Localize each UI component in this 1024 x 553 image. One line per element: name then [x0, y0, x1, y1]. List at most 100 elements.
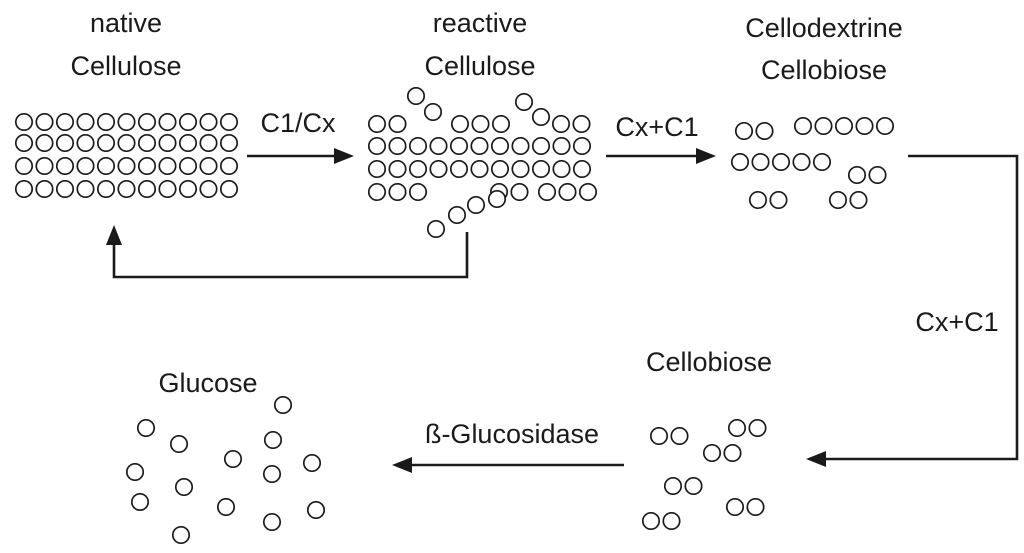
reactive-cellulose-molecule: [423, 102, 443, 122]
native-cellulose-molecule: [178, 112, 198, 132]
cellodextrine-molecule: [875, 116, 895, 136]
reactive-cellulose-molecule: [388, 159, 407, 179]
native-cellulose-molecule: [158, 156, 177, 176]
native-cellulose-molecule: [117, 133, 136, 153]
cellobiose-molecule: [649, 426, 669, 446]
reactive-cellulose-molecule: [408, 136, 428, 156]
reactive-cellulose-molecules: [367, 86, 598, 239]
cellobiose-molecule: [702, 443, 722, 463]
glucose-molecule: [263, 430, 283, 450]
native-cellulose-molecule: [199, 179, 218, 199]
glucose-molecule: [216, 497, 236, 517]
glucose-molecule: [223, 449, 243, 469]
cellodextrine-molecule: [868, 165, 887, 185]
cellodextrine-molecules: [730, 116, 895, 210]
reactive-cellulose-molecule: [578, 182, 598, 202]
reactive-cellulose-molecule: [449, 136, 469, 156]
native-cellulose-molecule: [199, 156, 218, 176]
native-cellulose-molecule: [14, 156, 34, 176]
reactive-cellulose-molecule: [491, 114, 511, 134]
native-cellulose-molecule: [219, 156, 239, 176]
reactive-cellulose-molecule: [429, 159, 448, 179]
reactive-cellulose-molecule: [406, 86, 426, 106]
native-cellulose-molecule: [14, 179, 34, 199]
native-cellulose-molecule: [96, 156, 116, 176]
cellodextrine-molecule: [834, 116, 854, 136]
native-cellulose-molecule: [117, 112, 136, 132]
reactive-cellulose-molecule: [537, 182, 557, 202]
cellodextrine-molecule: [812, 152, 832, 172]
cellodextrine-molecule: [734, 121, 754, 141]
enzyme-label-cx-c1-first: Cx+C1: [615, 112, 698, 142]
native-cellulose-molecule: [158, 112, 177, 132]
cellobiose-molecule: [670, 426, 689, 446]
native-cellulose-molecule: [158, 179, 177, 199]
glucose-molecule: [302, 453, 322, 473]
cellobiose-molecule: [723, 443, 742, 463]
reactive-cellulose-molecule: [470, 136, 489, 156]
reactive-cellulose-molecule: [511, 136, 530, 156]
native-cellulose-molecules: [14, 112, 239, 199]
native-cellulose-molecule: [117, 156, 136, 176]
native-cellulose-molecule: [55, 112, 75, 132]
arrow-native-to-reactive: [247, 148, 354, 164]
cellodextrine-molecule: [769, 190, 788, 210]
reactive-cellulose-label-line2: Cellulose: [424, 51, 535, 81]
cellobiose-molecule: [727, 418, 747, 438]
cellobiose-molecule: [746, 497, 765, 517]
cellodextrine-label-line1: Cellodextrine: [745, 13, 903, 43]
glucose-molecule: [306, 500, 326, 520]
native-cellulose-molecule: [219, 179, 239, 199]
enzyme-label-c1-cx: C1/Cx: [260, 108, 336, 138]
native-cellulose-molecule: [76, 156, 95, 176]
reactive-cellulose-molecule: [367, 114, 387, 134]
reactive-cellulose-molecule: [367, 159, 387, 179]
reactive-cellulose-molecule: [367, 182, 387, 202]
native-cellulose-molecule: [199, 112, 218, 132]
native-cellulose-molecule: [178, 179, 198, 199]
reactive-cellulose-molecule: [466, 195, 486, 215]
glucose-molecules: [125, 395, 326, 545]
glucose-molecule: [136, 418, 156, 438]
cellobiose-molecule: [684, 476, 703, 496]
reactive-cellulose-molecule: [531, 107, 551, 127]
reactive-cellulose-molecule: [487, 189, 507, 209]
native-cellulose-molecule: [137, 112, 157, 132]
cellobiose-molecule: [662, 511, 681, 531]
native-cellulose-molecule: [219, 112, 239, 132]
native-cellulose-molecule: [35, 133, 54, 153]
cellobiose-label: Cellobiose: [646, 347, 772, 377]
glucose-molecule: [125, 462, 145, 482]
cellodextrine-molecule: [828, 190, 848, 210]
glucose-molecule: [262, 464, 282, 484]
native-cellulose-molecule: [199, 133, 218, 153]
cellodextrine-molecule: [855, 116, 874, 136]
native-cellulose-molecule: [55, 156, 75, 176]
cellodextrine-molecule: [847, 165, 867, 185]
glucose-molecule: [171, 525, 191, 545]
reactive-cellulose-molecule: [572, 136, 592, 156]
cellodextrine-molecule: [792, 152, 811, 172]
reactive-cellulose-molecule: [510, 182, 529, 202]
reactive-cellulose-molecule: [572, 159, 592, 179]
glucose-molecule: [130, 492, 150, 512]
native-cellulose-molecule: [35, 112, 54, 132]
reactive-cellulose-molecule: [471, 114, 490, 134]
glucose-molecule: [273, 395, 293, 415]
reactive-cellulose-molecule: [572, 114, 591, 134]
reactive-cellulose-molecule: [408, 159, 428, 179]
cellodextrine-molecule: [793, 116, 813, 136]
reactive-cellulose-molecule: [388, 182, 407, 202]
reactive-cellulose-molecule: [531, 159, 551, 179]
native-cellulose-molecule: [55, 133, 75, 153]
reactive-cellulose-molecule: [551, 114, 571, 134]
reactive-cellulose-molecule: [552, 159, 571, 179]
native-cellulose-label-line2: Cellulose: [70, 51, 181, 81]
native-cellulose-molecule: [158, 133, 177, 153]
native-cellulose-molecule: [14, 112, 34, 132]
reactive-cellulose-molecule: [450, 114, 470, 134]
native-cellulose-molecule: [55, 179, 75, 199]
native-cellulose-label-line1: native: [90, 8, 162, 38]
reactive-cellulose-molecule: [367, 136, 387, 156]
native-cellulose-molecule: [76, 133, 95, 153]
